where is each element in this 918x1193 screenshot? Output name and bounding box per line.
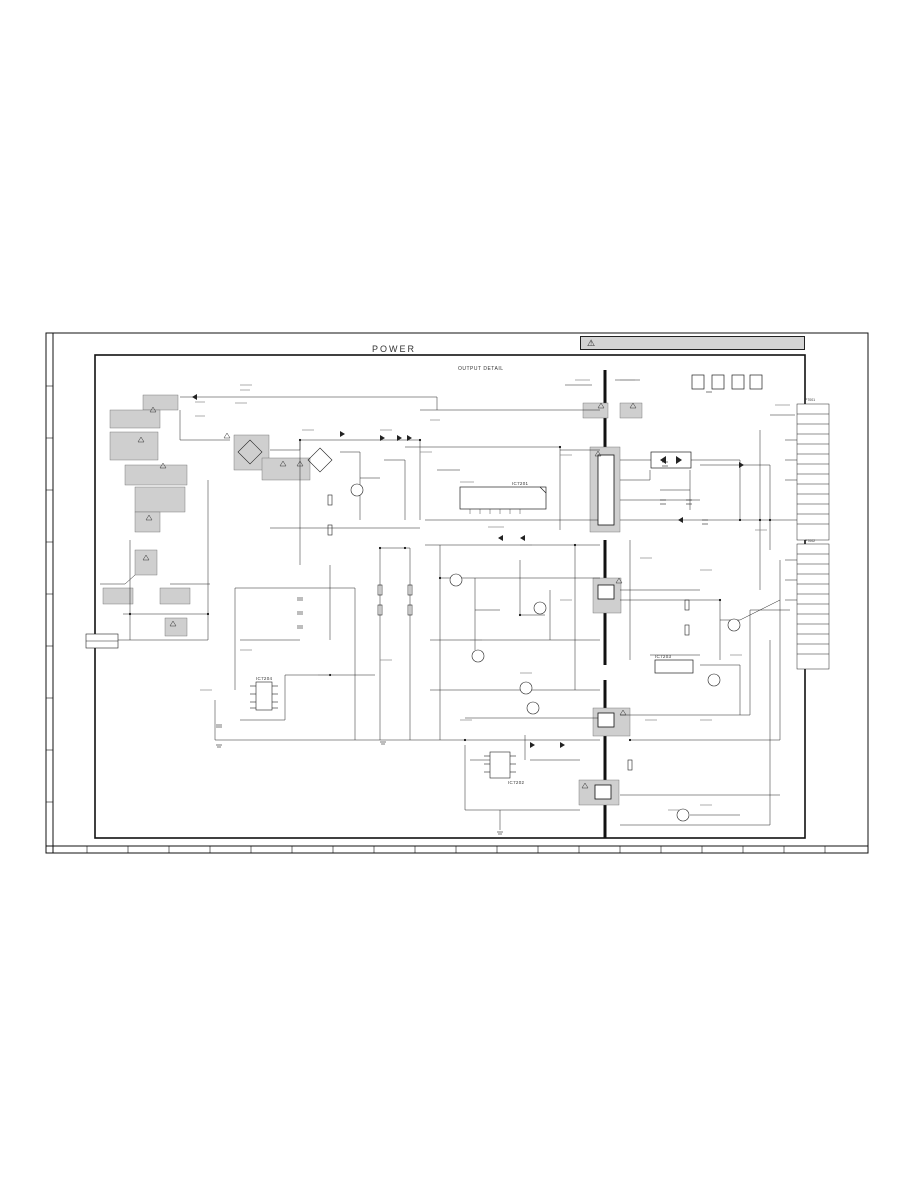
safety-shaded-areas xyxy=(102,394,643,806)
grid-row-ticks xyxy=(46,385,53,803)
connector-label-top: P7001 xyxy=(805,398,816,402)
sheet-title: POWER xyxy=(372,344,417,354)
grid-column-ticks xyxy=(86,846,826,853)
output-connector xyxy=(796,403,830,670)
optocouplers xyxy=(594,454,615,800)
safety-warning-banner: ⚠ xyxy=(580,336,805,350)
ic-label-lower: IC7202 xyxy=(508,780,525,785)
outer-frame xyxy=(45,332,869,854)
junction-dots xyxy=(128,438,772,742)
passive-components xyxy=(216,461,708,771)
ic-left-controller xyxy=(250,681,278,711)
bridge-rectifier xyxy=(237,439,333,473)
diodes xyxy=(192,394,744,748)
ic-label-left: IC7204 xyxy=(256,676,273,681)
output-diodes-top-right xyxy=(691,374,763,390)
warning-triangle-icon: ⚠ xyxy=(587,338,596,348)
schematic-border xyxy=(94,354,806,839)
ic-right-regulator xyxy=(650,451,694,674)
component-reference-marks xyxy=(195,379,790,811)
ground-symbols xyxy=(216,391,712,835)
wiring xyxy=(95,379,805,830)
connector-label-bottom: P7002 xyxy=(805,539,816,543)
warning-triangle-icon xyxy=(137,402,637,789)
ic-lower-center xyxy=(484,751,516,779)
ic-label-right: IC7203 xyxy=(655,654,672,659)
ic-block-main xyxy=(459,486,547,514)
sheet-subtitle: OUTPUT DETAIL xyxy=(458,366,504,372)
ic-label-main: IC7201 xyxy=(512,481,529,486)
ac-input-connector xyxy=(85,633,119,649)
transistors xyxy=(350,483,741,822)
